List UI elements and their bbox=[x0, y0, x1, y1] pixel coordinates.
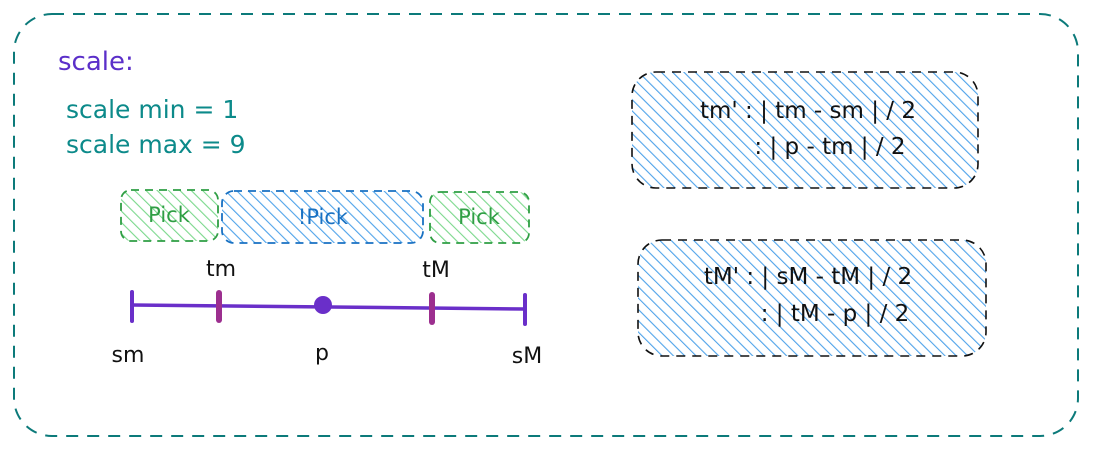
pick-region-left bbox=[120, 189, 219, 242]
not-pick-region bbox=[221, 190, 424, 244]
tM-formula-box bbox=[637, 239, 987, 357]
pick-region-right-label: Pick bbox=[458, 205, 501, 229]
tm-formula-box bbox=[631, 71, 979, 189]
tm-label: tm bbox=[206, 257, 236, 282]
tm-formula-line2: : | p - tm | / 2 bbox=[754, 134, 905, 160]
diagram-frame bbox=[13, 13, 1079, 437]
tM-label: tM bbox=[422, 258, 450, 283]
sM-label: sM bbox=[512, 344, 542, 369]
p-point bbox=[314, 296, 332, 314]
sm-label: sm bbox=[112, 343, 145, 368]
pick-region-right bbox=[429, 191, 530, 244]
tm-formula-line1: tm' : | tm - sm | / 2 bbox=[700, 98, 916, 124]
p-label: p bbox=[315, 341, 329, 366]
scale-max-text: scale max = 9 bbox=[66, 130, 246, 159]
scale-min-text: scale min = 1 bbox=[66, 95, 238, 124]
title: scale: bbox=[58, 47, 134, 77]
not-pick-region-label: !Pick bbox=[298, 205, 349, 229]
tM-formula-line1: tM' : | sM - tM | / 2 bbox=[704, 264, 912, 290]
tM-formula-line2: : | tM - p | / 2 bbox=[761, 301, 910, 327]
pick-region-left-label: Pick bbox=[148, 203, 191, 227]
